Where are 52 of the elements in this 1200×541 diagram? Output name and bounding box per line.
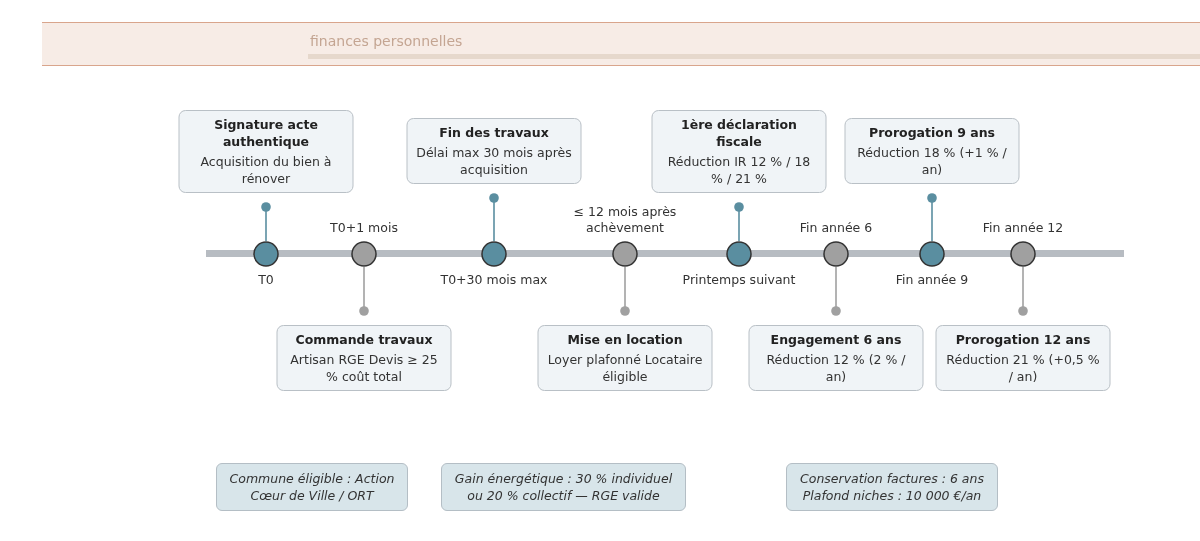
stem-connector xyxy=(359,266,369,316)
timeline-date-label: T0+1 mois xyxy=(330,220,398,236)
timeline-date-label: Fin année 9 xyxy=(895,272,969,288)
event-description: Réduction 21 % (+0,5 % / an) xyxy=(945,351,1101,385)
stem-connector xyxy=(620,266,630,316)
timeline-date-label: T0+30 mois max xyxy=(440,272,548,288)
event-description: Loyer plafonné Locataire éligible xyxy=(546,351,704,385)
event-title: Commande travaux xyxy=(294,331,434,348)
timeline-date-label: Fin année 12 xyxy=(982,220,1064,236)
stem-connector xyxy=(261,202,271,242)
event-card xyxy=(276,325,452,391)
timeline-date-label: Printemps suivant xyxy=(682,272,796,288)
timeline-date-label: ≤ 12 mois après achèvement xyxy=(572,204,678,236)
timeline-milestone xyxy=(612,241,638,267)
event-description: Réduction IR 12 % / 18 % / 21 % xyxy=(666,153,812,187)
event-description: Acquisition du bien à rénover xyxy=(199,153,333,187)
stem-connector xyxy=(1018,266,1028,316)
event-description: Réduction 18 % (+1 % / an) xyxy=(856,144,1008,178)
note-box: Gain énergétique : 30 % individuel ou 20 % collectif — RGE valide xyxy=(441,463,686,511)
event-card xyxy=(844,118,1020,184)
event-card xyxy=(935,325,1111,391)
event-title: Engagement 6 ans xyxy=(769,331,903,348)
timeline-milestone xyxy=(253,241,279,267)
timeline-milestone xyxy=(481,241,507,267)
timeline-date-label: Fin année 6 xyxy=(799,220,873,236)
event-title: Prorogation 12 ans xyxy=(954,331,1092,348)
stem-connector xyxy=(831,266,841,316)
event-description: Délai max 30 mois après acquisition xyxy=(415,144,573,178)
event-card xyxy=(406,118,582,184)
stem-connector xyxy=(927,193,937,242)
event-card xyxy=(178,110,354,193)
event-description: Artisan RGE Devis ≥ 25 % coût total xyxy=(289,351,439,385)
timeline-milestone xyxy=(726,241,752,267)
event-title: 1ère déclaration fiscale xyxy=(679,116,799,150)
note-box: Commune éligible : Action Cœur de Ville / ORT xyxy=(216,463,408,511)
note-box: Conservation factures : 6 ans Plafond niches : 10 000 €/an xyxy=(786,463,998,511)
timeline-milestone xyxy=(823,241,849,267)
header-subtitle: finances personnelles xyxy=(310,33,463,49)
event-title: Signature acte authentique xyxy=(213,116,319,150)
event-title: Mise en location xyxy=(566,331,684,348)
event-card xyxy=(651,110,827,193)
event-card xyxy=(537,325,713,391)
stem-connector xyxy=(489,193,499,242)
timeline-date-label: T0 xyxy=(258,272,274,288)
event-card xyxy=(748,325,924,391)
event-title: Prorogation 9 ans xyxy=(868,124,996,141)
event-description: Réduction 12 % (2 % / an) xyxy=(765,351,907,385)
timeline-milestone xyxy=(351,241,377,267)
timeline-milestone xyxy=(1010,241,1036,267)
timeline-milestone xyxy=(919,241,945,267)
stem-connector xyxy=(734,202,744,242)
event-title: Fin des travaux xyxy=(438,124,550,141)
